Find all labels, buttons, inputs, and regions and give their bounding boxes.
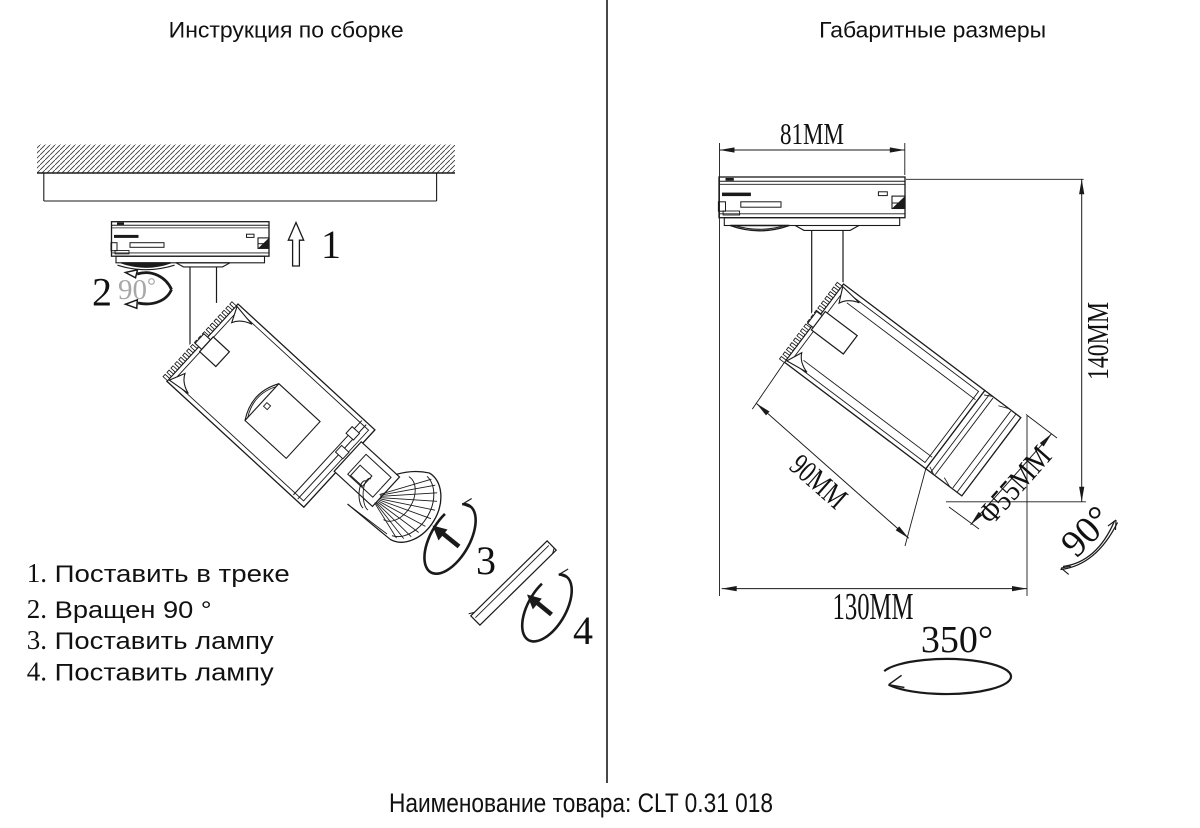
svg-text:Габаритные размеры: Габаритные размеры — [819, 18, 1046, 43]
svg-text:3.: 3. — [27, 625, 47, 655]
svg-text:Наименование товара: CLT 0.31: Наименование товара: CLT 0.31 018 — [389, 788, 773, 818]
svg-text:Поставить лампу: Поставить лампу — [55, 628, 274, 655]
svg-text:81MM: 81MM — [780, 116, 844, 151]
svg-text:3: 3 — [476, 538, 496, 583]
svg-text:90: 90 — [118, 274, 147, 306]
svg-text:Инструкция по сборке: Инструкция по сборке — [169, 18, 404, 43]
svg-text:Вращен 90 °: Вращен 90 ° — [55, 597, 212, 624]
svg-text:1.: 1. — [27, 558, 47, 588]
svg-text:Поставить в треке: Поставить в треке — [55, 561, 290, 588]
svg-text:Поставить лампу: Поставить лампу — [55, 660, 274, 687]
svg-text:4.: 4. — [27, 657, 47, 687]
svg-text:350°: 350° — [921, 619, 993, 661]
svg-text:130MM: 130MM — [833, 586, 914, 628]
svg-text:140MM: 140MM — [1080, 302, 1115, 380]
svg-text:1: 1 — [321, 222, 341, 267]
svg-text:2.: 2. — [27, 594, 47, 624]
svg-text:4: 4 — [573, 608, 593, 653]
svg-text:2: 2 — [92, 270, 112, 315]
